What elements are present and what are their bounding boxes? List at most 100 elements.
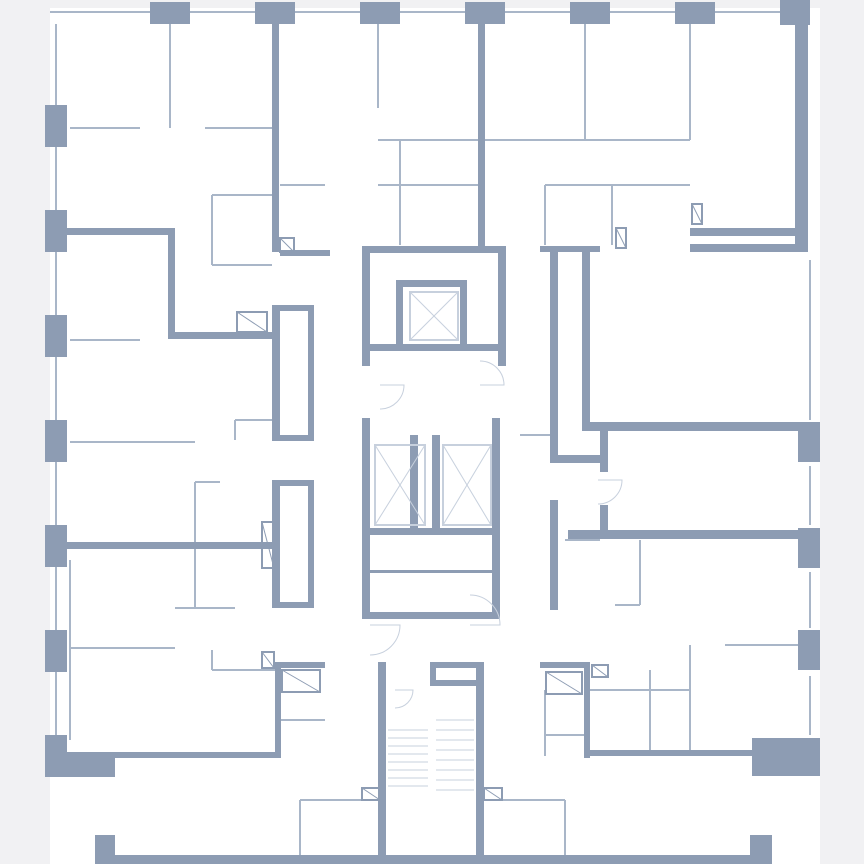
wall	[410, 435, 418, 530]
wall	[540, 662, 590, 668]
shaft-icon	[261, 521, 275, 569]
wall	[378, 662, 386, 864]
wall	[362, 344, 506, 351]
wall	[168, 228, 175, 338]
column	[45, 755, 115, 777]
door-swing-icon	[369, 624, 401, 656]
wall	[795, 0, 808, 252]
column	[752, 738, 820, 776]
column	[150, 2, 190, 24]
wall	[690, 228, 808, 236]
wall	[460, 280, 467, 344]
elevator-icon	[442, 444, 492, 526]
door-swing-icon	[479, 360, 505, 386]
wall	[362, 246, 506, 253]
wall	[584, 750, 754, 756]
wall	[432, 435, 440, 530]
wall	[584, 662, 590, 758]
column	[45, 105, 67, 147]
wall	[362, 612, 500, 619]
door-swing-icon	[379, 384, 405, 410]
wall	[476, 662, 484, 864]
wall	[272, 20, 279, 252]
wall	[275, 662, 281, 758]
wall	[280, 250, 330, 256]
wall	[65, 228, 173, 235]
elevator-icon	[409, 291, 459, 341]
column	[255, 2, 295, 24]
shaft-icon	[236, 311, 268, 333]
column	[750, 835, 772, 864]
door-swing-icon	[597, 479, 623, 505]
shaft-icon	[615, 227, 627, 249]
column	[675, 2, 715, 24]
column	[360, 2, 400, 24]
column	[45, 420, 67, 462]
column	[45, 210, 67, 252]
wall	[600, 422, 608, 472]
wall	[430, 662, 480, 668]
wall	[430, 680, 480, 686]
wall	[308, 305, 314, 441]
wall	[550, 455, 608, 463]
column	[45, 315, 67, 357]
wall	[568, 530, 820, 539]
partition-lines	[50, 11, 811, 855]
shaft-icon	[261, 651, 275, 669]
shaft-icon	[691, 203, 703, 225]
shaft-icon	[591, 664, 609, 678]
column	[45, 630, 67, 672]
elevator-cross	[374, 444, 426, 526]
wall	[272, 305, 280, 441]
elevator-cross	[409, 291, 459, 341]
wall	[492, 418, 500, 618]
wall	[308, 480, 314, 608]
shaft-cross	[615, 227, 627, 249]
shaft-cross	[279, 237, 295, 253]
shaft-cross	[483, 787, 503, 801]
wall	[362, 570, 500, 573]
wall	[115, 855, 755, 864]
shaft-cross	[281, 669, 321, 693]
wall	[582, 422, 820, 431]
shaft-icon	[281, 669, 321, 693]
shaft-cross	[261, 651, 275, 669]
wall	[272, 435, 314, 441]
wall	[65, 752, 280, 758]
column	[798, 630, 820, 670]
elevator-icon	[374, 444, 426, 526]
column	[95, 835, 115, 864]
wall	[272, 305, 314, 311]
walls	[45, 0, 820, 864]
door-swing-icon	[469, 594, 501, 626]
wall	[582, 252, 590, 427]
column	[465, 2, 505, 24]
shaft-cross	[236, 311, 268, 333]
wall	[550, 500, 558, 610]
shaft-icon	[361, 787, 381, 801]
wall	[396, 280, 403, 344]
shaft-cross	[591, 664, 609, 678]
wall	[362, 246, 370, 366]
shaft-cross	[261, 521, 275, 569]
wall	[540, 246, 600, 252]
wall	[690, 244, 808, 252]
wall	[362, 528, 500, 535]
wall	[550, 252, 558, 462]
column	[570, 2, 610, 24]
wall	[430, 662, 436, 686]
shaft-icon	[483, 787, 503, 801]
wall	[275, 662, 325, 668]
wall	[65, 542, 275, 549]
column	[45, 525, 67, 567]
wall	[396, 280, 466, 287]
door-swing-icon	[394, 689, 414, 709]
column	[798, 422, 820, 462]
shaft-icon	[545, 671, 583, 695]
wall	[600, 505, 608, 535]
wall	[272, 480, 314, 486]
shaft-icon	[279, 237, 295, 253]
shaft-cross	[361, 787, 381, 801]
wall	[362, 418, 370, 618]
